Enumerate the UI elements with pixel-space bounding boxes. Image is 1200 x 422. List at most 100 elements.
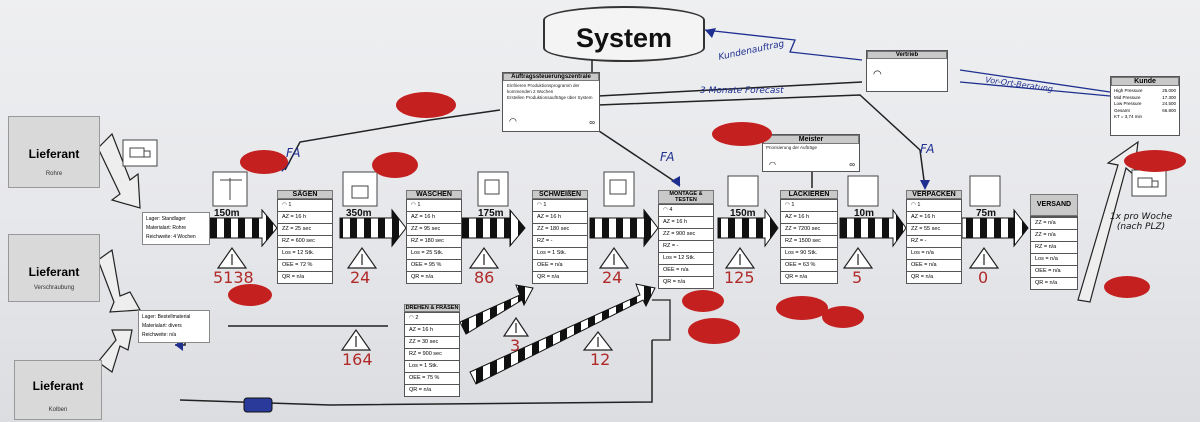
operator-icon: ◠ [509,116,517,126]
operator-icon: ◠ [411,202,418,208]
customer-label: Gesamt [1114,107,1130,113]
control-line: Erstellen Produktionsaufträge über Syste… [507,95,593,100]
process-row: OEE = n/a [659,264,713,276]
inventory-count: 0 [978,268,989,287]
note-fa-1: FA [286,146,301,160]
process-saegen: SÄGEN ◠ 1 AZ = 16 h ZZ = 25 sec RZ = 600… [277,190,333,284]
process-row: QR = n/a [1031,277,1077,289]
process-row: AZ = 16 h [278,211,332,223]
process-title: VERPACKEN [906,190,962,199]
process-row: AZ = 16 h [533,211,587,223]
process-row: OEE = n/a [533,259,587,271]
process-operators: ◠ 1 [278,200,332,211]
process-row: OEE = n/a [907,259,961,271]
operator-icon: ◠ [282,202,289,208]
inventory-count: 24 [602,268,623,287]
supplier-title: Lieferant [28,147,80,161]
supplier-subtitle: Verschraubung [33,285,75,291]
kaizen-burst [240,150,288,174]
process-row: ZZ = 55 sec [907,223,961,235]
inventory-count: 125 [724,268,755,287]
process-schweissen: SCHWEIßEN ◠ 1 AZ = 16 h ZZ = 180 sec RZ … [532,190,588,284]
process-row: ZZ = 7200 sec [781,223,837,235]
process-row: OEE = 75 % [405,372,459,384]
master-line: Priorisierung der Aufträge [766,145,818,150]
kaizen-burst [1124,150,1186,172]
distance-label: 175m [478,208,504,219]
process-row: ZZ = 900 sec [659,228,713,240]
operator-icon: ◠ [785,202,792,208]
note-fa-3: FA [920,142,935,156]
process-operators: ◠ 4 [659,205,713,216]
control-center-title: Auftragssteuerungszentrale [503,73,599,81]
process-row: RZ = 900 sec [405,348,459,360]
inventory-count: 86 [474,268,495,287]
operator-icon: ◠ [911,202,918,208]
operator-icon: ◠ [409,315,416,321]
control-center-box: Auftragssteuerungszentrale Einfrieren Pr… [502,72,600,132]
supplier-rohre: Lieferant Rohre [8,116,100,188]
process-row: RZ = - [907,235,961,247]
process-row: ZZ = 25 sec [278,223,332,235]
glasses-icon: ∞ [849,160,855,169]
distance-label: 75m [976,208,997,219]
process-row: QR = n/a [405,384,459,396]
kaizen-burst [396,92,456,118]
process-row: ZZ = 30 sec [405,336,459,348]
process-row: QR = n/a [533,271,587,283]
process-row: Los = 90 Stk. [781,247,837,259]
sales-box: Vertrieb ◠ [866,50,948,92]
process-versand: VERSAND ZZ = n/a ZZ = n/a RZ = n/a Los =… [1030,194,1078,290]
process-row: RZ = 1500 sec [781,235,837,247]
operator-count: 1 [417,202,421,208]
distance-label: 350m [346,208,372,219]
supplier-title: Lieferant [28,265,80,279]
supplier-title: Lieferant [32,379,84,393]
customer-label: High Pressure [1114,88,1143,93]
operator-icon: ◠ [663,207,670,213]
distance-label: 10m [854,208,875,219]
process-row: AZ = 16 h [405,324,459,336]
process-row: OEE = n/a [1031,265,1077,277]
kaizen-burst [228,284,272,306]
system-title: System [575,23,673,53]
process-row: RZ = 600 sec [278,235,332,247]
master-title: Meister [763,135,859,144]
store-divers: Lager: Bestellmaterial Materialart: dive… [138,310,210,343]
process-title: SÄGEN [277,190,333,199]
note-delivery: 1x pro Woche (nach PLZ) [1109,212,1173,232]
customer-label: Mid Pressure [1114,94,1141,100]
process-row: AZ = 16 h [781,211,837,223]
process-row: ZZ = 95 sec [407,223,461,235]
inventory-count: 3 [510,336,521,355]
process-row: QR = n/a [278,271,332,283]
kaizen-burst [712,122,772,146]
process-row: OEE = 95 % [407,259,461,271]
operator-count: 1 [288,202,292,208]
distance-label: 150m [214,208,240,219]
process-operators: ◠ 2 [405,313,459,324]
process-row: RZ = 180 sec [407,235,461,247]
process-montage: MONTAGE & TESTEN ◠ 4 AZ = 16 h ZZ = 900 … [658,190,714,289]
process-row: RZ = - [533,235,587,247]
supplier-verschraubung: Lieferant Verschraubung [8,234,100,302]
operator-count: 4 [669,207,673,213]
kaizen-burst [822,306,864,328]
distance-label: 150m [730,208,756,219]
customer-title: Kunde [1111,77,1179,86]
store-line: Lager: Bestellmaterial [142,314,191,320]
customer-value: 24.500 [1162,101,1176,106]
control-line: Einfrieren Produktionsprogramm der komme… [507,83,580,94]
process-row: AZ = 16 h [407,211,461,223]
store-line: Lager: Standlager [146,216,186,222]
inventory-count: 164 [342,350,373,369]
process-operators: ◠ 1 [407,200,461,211]
process-title: VERSAND [1030,194,1078,216]
process-row: QR = n/a [907,271,961,283]
process-row: Los = 12 Stk. [659,252,713,264]
customer-value: 25.000 [1162,88,1176,93]
supplier-kolben: Lieferant Kolben [14,360,102,420]
process-row: QR = n/a [781,271,837,283]
customer-label: Low Pressure [1114,101,1142,106]
